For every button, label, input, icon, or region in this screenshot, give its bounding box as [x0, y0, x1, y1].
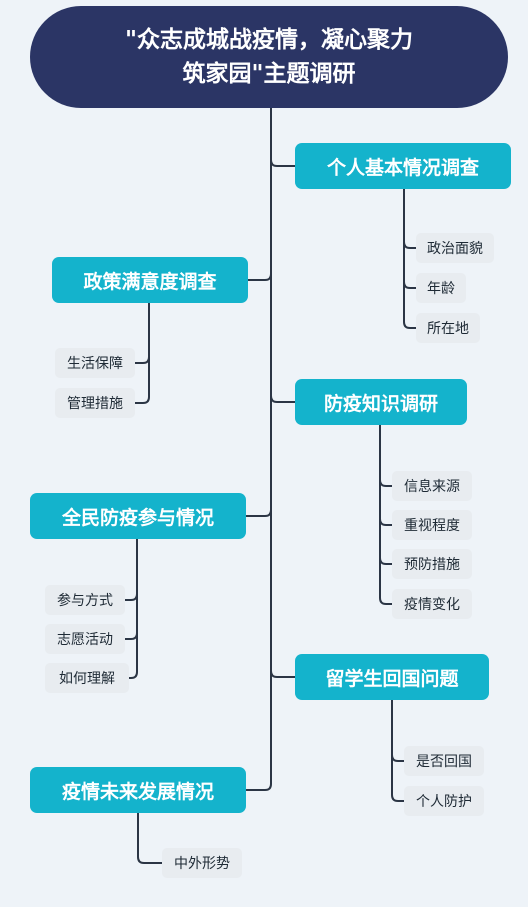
- topic-4[interactable]: 全民防疫参与情况: [30, 493, 246, 539]
- subtopic-1-3[interactable]: 所在地: [416, 313, 480, 343]
- subtopic-3-4[interactable]: 疫情变化: [392, 589, 472, 619]
- subtopic-4-2[interactable]: 志愿活动: [45, 624, 125, 654]
- leaf-connector: [379, 479, 392, 487]
- root-title-line2: 筑家园"主题调研: [182, 61, 356, 87]
- subtopic-2-1[interactable]: 生活保障: [55, 348, 135, 378]
- leaf-connector: [379, 557, 392, 565]
- branch-connector: [248, 273, 272, 281]
- subtopic-4-3[interactable]: 如何理解: [45, 663, 129, 693]
- leaf-connector: [403, 321, 416, 329]
- root-topic[interactable]: "众志成城战疫情，凝心聚力 筑家园"主题调研: [30, 6, 508, 108]
- leaf-connector: [125, 632, 138, 640]
- subtopic-6-1[interactable]: 中外形势: [162, 848, 242, 878]
- leaf-connector: [379, 518, 392, 526]
- topic-5[interactable]: 留学生回国问题: [295, 654, 489, 700]
- leaf-connector: [403, 241, 416, 249]
- leaf-connector: [137, 856, 162, 864]
- leaf-connector: [403, 281, 416, 289]
- leaf-connector: [129, 671, 138, 679]
- subtopic-5-1[interactable]: 是否回国: [404, 746, 484, 776]
- leaf-connector: [391, 754, 404, 762]
- subtopic-1-2[interactable]: 年龄: [416, 273, 466, 303]
- leaf-connector: [135, 396, 150, 404]
- leaf-connector: [379, 597, 392, 605]
- branch-connector: [246, 509, 272, 517]
- root-title-line1: "众志成城战疫情，凝心聚力: [125, 27, 413, 53]
- leaf-connector: [391, 794, 404, 802]
- leaf-connector: [125, 593, 138, 601]
- subtopic-2-2[interactable]: 管理措施: [55, 388, 135, 418]
- topic-3[interactable]: 防疫知识调研: [295, 379, 467, 425]
- branch-connector: [270, 670, 295, 678]
- leaf-connector: [135, 356, 150, 364]
- branch-connector: [270, 395, 295, 403]
- branch-connector: [270, 159, 295, 167]
- subtopic-3-3[interactable]: 预防措施: [392, 549, 472, 579]
- subtopic-3-1[interactable]: 信息来源: [392, 471, 472, 501]
- subtopic-4-1[interactable]: 参与方式: [45, 585, 125, 615]
- subtopic-1-1[interactable]: 政治面貌: [416, 233, 494, 263]
- branch-connector: [246, 783, 272, 791]
- topic-1[interactable]: 个人基本情况调查: [295, 143, 511, 189]
- topic-2[interactable]: 政策满意度调查: [52, 257, 248, 303]
- subtopic-3-2[interactable]: 重视程度: [392, 510, 472, 540]
- subtopic-5-2[interactable]: 个人防护: [404, 786, 484, 816]
- topic-6[interactable]: 疫情未来发展情况: [30, 767, 246, 813]
